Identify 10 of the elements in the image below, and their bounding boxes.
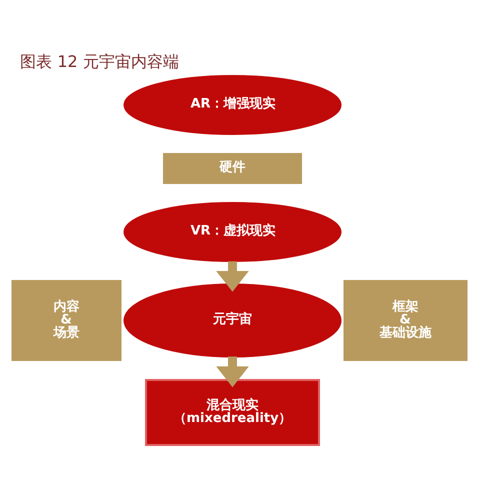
node-box: 硬件: [163, 153, 302, 184]
node-box: 混合现实 （mixedreality）: [145, 379, 320, 446]
node-box: 内容 & 场景: [12, 280, 122, 361]
node-ellipse: 元宇宙: [124, 284, 342, 358]
diagram-title: 图表 12 元宇宙内容端: [20, 52, 179, 71]
arrow: [216, 261, 249, 292]
arrow: [216, 356, 249, 388]
node-box: 框架 & 基础设施: [344, 280, 468, 361]
node-ellipse: VR：虚拟现实: [124, 202, 342, 262]
node-ellipse: AR：增强现实: [124, 75, 342, 135]
